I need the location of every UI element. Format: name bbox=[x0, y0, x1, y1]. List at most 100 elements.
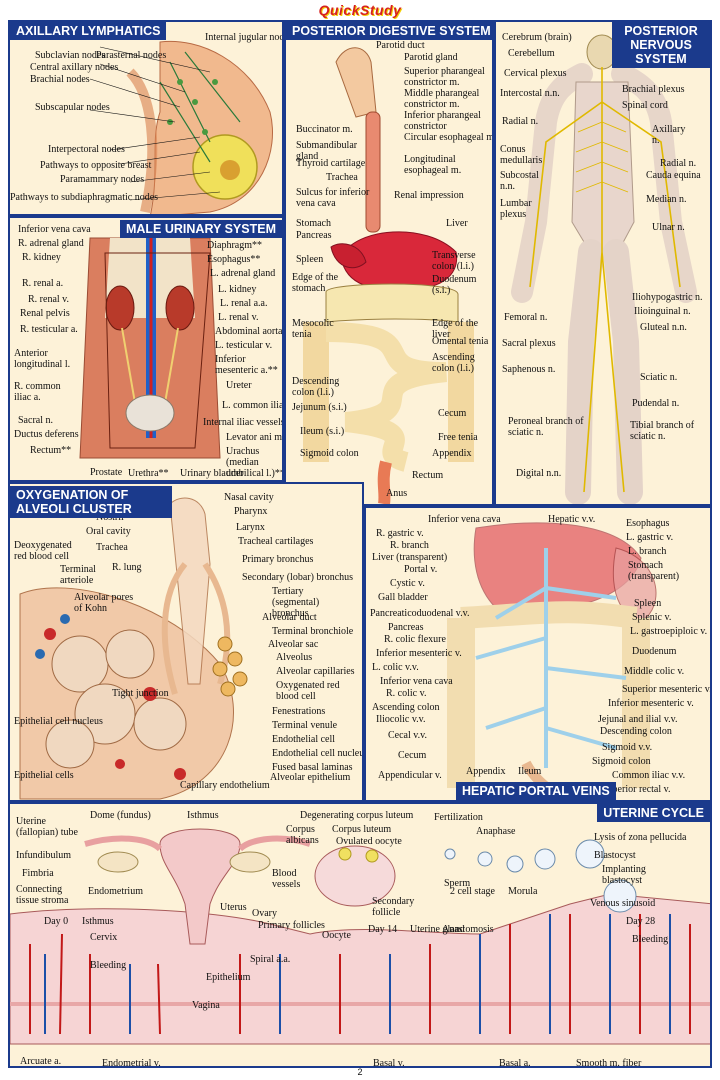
uterine-label: Arcuate a. bbox=[20, 1056, 62, 1067]
alveoli-label: Fenestrations bbox=[272, 706, 326, 717]
nervous-label: Peroneal branch of sciatic n. bbox=[508, 416, 584, 438]
nervous-label: Axillary n. bbox=[652, 124, 686, 146]
hepatic-label: Inferior vena cava bbox=[380, 676, 453, 687]
panel-title: OXYGENATION OF ALVEOLI CLUSTER bbox=[10, 486, 172, 518]
urinary-label: Rectum** bbox=[30, 445, 72, 456]
digestive-label: Stomach bbox=[296, 218, 331, 229]
urinary-label: Anterior longitudinal l. bbox=[14, 348, 71, 370]
alveoli-label: Epithelial cell nucleus bbox=[14, 716, 103, 727]
urinary-label: Renal pelvis bbox=[20, 308, 70, 319]
hepatic-label: R. colic v. bbox=[386, 688, 427, 699]
alveoli-label: Terminal venule bbox=[272, 720, 338, 731]
uterine-label: Day 14 bbox=[368, 924, 398, 935]
uterine-label: Primary follicles bbox=[258, 920, 325, 931]
alveoli-label: Fused basal laminas bbox=[272, 762, 353, 773]
digestive-label: Transverse colon (l.i.) bbox=[432, 250, 476, 272]
hepatic-label: Spleen bbox=[634, 598, 662, 609]
hepatic-label: Liver (transparent) bbox=[372, 552, 448, 563]
uterine-label: Infundibulum bbox=[16, 850, 71, 861]
digestive-label: Superior pharangeal constrictor m. bbox=[404, 66, 485, 88]
uterine-label: Lysis of zona pellucida bbox=[594, 832, 687, 843]
uterine-label: Anastomosis bbox=[442, 924, 494, 935]
hepatic-label: R. colic flexure bbox=[384, 634, 446, 645]
nervous-label: Cauda equina bbox=[646, 170, 701, 181]
hepatic-label: Descending colon bbox=[600, 726, 672, 737]
urinary-label: Diaphragm** bbox=[207, 240, 262, 251]
uterine-label: Day 28 bbox=[626, 916, 656, 927]
alveoli-label: Terminal arteriole bbox=[60, 564, 96, 586]
nervous-label: Ilioinguinal n. bbox=[634, 306, 691, 317]
urinary-label: Inferior vena cava bbox=[18, 224, 91, 235]
urinary-label: R. adrenal gland bbox=[18, 238, 84, 249]
uterine-label: Epithelium bbox=[206, 972, 251, 983]
nervous-label: Sacral plexus bbox=[502, 338, 556, 349]
digestive-label: Longitudinal esophageal m. bbox=[404, 154, 462, 176]
hepatic-label: Superior mesenteric v. bbox=[622, 684, 712, 695]
hepatic-label: R. branch bbox=[390, 540, 429, 551]
digestive-label: Submandibular gland bbox=[296, 140, 358, 162]
uterine-label: Corpus albicans bbox=[286, 824, 319, 846]
uterine-label: Blood vessels bbox=[272, 868, 301, 890]
urinary-label: R. common iliac a. bbox=[14, 381, 61, 403]
hepatic-label: Appendicular v. bbox=[378, 770, 442, 781]
hepatic-label: L. branch bbox=[628, 546, 667, 557]
digestive-label: Parotid duct bbox=[376, 40, 425, 51]
nervous-label: Cervical plexus bbox=[504, 68, 567, 79]
urinary-label: Urinary bladder bbox=[180, 468, 244, 479]
axillary-label: Parasternal nodes bbox=[96, 50, 167, 61]
urinary-label: Esophagus** bbox=[207, 254, 261, 265]
axillary-label: Internal jugular nodes bbox=[205, 32, 284, 43]
uterine-label: Ovary bbox=[252, 908, 277, 919]
urinary-label: Sacral n. bbox=[18, 415, 53, 426]
uterine-label: Oocyte bbox=[322, 930, 351, 941]
nervous-label: Gluteal n.n. bbox=[640, 322, 687, 333]
uterine-label: Basal v. bbox=[373, 1058, 405, 1068]
digestive-label: Ascending colon (l.i.) bbox=[432, 352, 475, 374]
nervous-label: Cerebellum bbox=[508, 48, 555, 59]
hepatic-label: L. gastroepiploic v. bbox=[630, 626, 708, 637]
alveoli-label: Alveolar epithelium bbox=[270, 772, 351, 783]
uterine-label: Degenerating corpus luteum bbox=[300, 810, 414, 821]
nervous-label: Iliohypogastric n. bbox=[632, 292, 703, 303]
nervous-illustration bbox=[511, 34, 697, 504]
urinary-label: L. renal v. bbox=[218, 312, 259, 323]
uterine-label: Uterine gland bbox=[410, 924, 465, 935]
digestive-label: Cecum bbox=[438, 408, 467, 419]
hepatic-label: Gall bladder bbox=[378, 592, 428, 603]
uterine-label: Endometrial v. bbox=[102, 1058, 161, 1068]
urinary-label: L. adrenal gland bbox=[210, 268, 276, 279]
hepatic-label: Portal v. bbox=[404, 564, 438, 575]
axillary-label: Subclavian nodes bbox=[35, 50, 106, 61]
uterine-label: Fertilization bbox=[434, 812, 483, 823]
uterine-label: Isthmus bbox=[82, 916, 114, 927]
digestive-label: Thyroid cartilage bbox=[296, 158, 366, 169]
hepatic-illustration bbox=[447, 522, 657, 800]
hepatic-label: Middle colic v. bbox=[624, 666, 685, 677]
alveoli-label: Alveolar sac bbox=[268, 639, 319, 650]
digestive-illustration bbox=[303, 47, 474, 504]
digestive-label: Spleen bbox=[296, 254, 324, 265]
digestive-label: Rectum bbox=[412, 470, 444, 481]
urinary-label: Urachus (median umbilical l.)** bbox=[226, 446, 284, 479]
uterine-label: Endometrium bbox=[88, 886, 143, 897]
alveoli-label: Epithelial cells bbox=[14, 770, 74, 781]
hepatic-label: Ascending colon bbox=[372, 702, 440, 713]
alveoli-label: Endothelial cell bbox=[272, 734, 336, 745]
uterine-label: Morula bbox=[508, 886, 538, 897]
hepatic-label: Ileum bbox=[518, 766, 542, 777]
hepatic-label: Cystic v. bbox=[390, 578, 425, 589]
uterine-label: Cervix bbox=[90, 932, 118, 943]
digestive-label: Trachea bbox=[326, 172, 358, 183]
digestive-label: Duodenum (s.i.) bbox=[432, 274, 477, 296]
hepatic-label: Cecal v.v. bbox=[388, 730, 427, 741]
alveoli-label: Alveolar duct bbox=[262, 612, 317, 623]
panel-oxygenation-alveoli-cluster: OXYGENATION OF ALVEOLI CLUSTER Nasal cav… bbox=[8, 482, 364, 802]
urinary-label: Ductus deferens bbox=[14, 429, 79, 440]
alveoli-label: Alveolar capillaries bbox=[276, 666, 355, 677]
alveoli-label: Tertiary (segmental) bronchus bbox=[272, 586, 320, 619]
alveoli-label: Capillary endothelium bbox=[180, 780, 270, 791]
hepatic-label: Inferior mesenteric v. bbox=[376, 648, 462, 659]
uterine-label: Spiral a.a. bbox=[250, 954, 291, 965]
